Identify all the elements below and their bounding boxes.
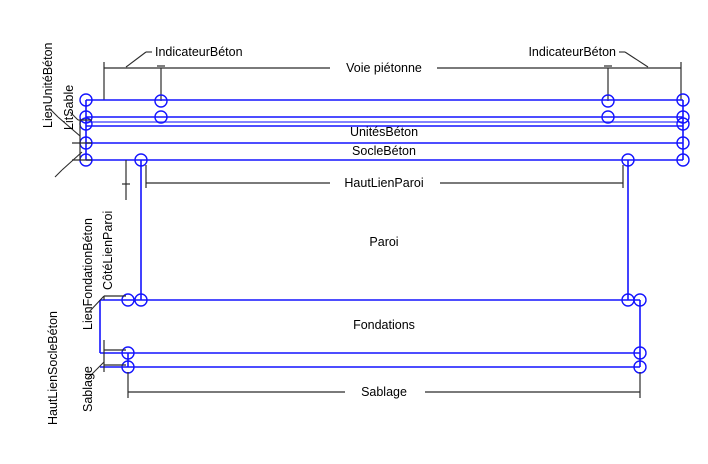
sablage-box (100, 353, 647, 374)
sablage-dimension: Sablage (127, 372, 641, 399)
node-circle (134, 293, 148, 307)
label-voie-pietonne: Voie piétonne (346, 61, 422, 75)
left-vertical-labels-upper: LienUnitéBéton LitSable (41, 42, 86, 137)
label-lien-fondation-beton: LienFondationBéton (81, 218, 95, 330)
haut-lien-socle-leader (61, 151, 83, 171)
lower-dimension-ladder: Sablage (81, 340, 126, 412)
node-circle (676, 153, 690, 167)
label-lit-sable: LitSable (62, 85, 76, 130)
label-cote-lien-paroi: CôtéLienParoi (101, 211, 115, 290)
label-lien-unite-beton: LienUnitéBéton (41, 42, 55, 128)
label-unites-beton: UnitésBéton (350, 125, 418, 139)
lien-unite-beton-leader (57, 116, 81, 137)
node-circle (601, 110, 615, 124)
lit-sable-leader-hook (69, 111, 79, 121)
node-circle (633, 293, 647, 307)
label-sablage-vertical: Sablage (81, 366, 95, 412)
lien-fondation-beton-leader (88, 295, 105, 313)
indicateur-beton-left-callout: IndicateurBéton (125, 45, 243, 101)
haut-lien-paroi-dimension: HautLienParoi (145, 165, 624, 190)
node-circle (154, 110, 168, 124)
node-circle (79, 93, 93, 107)
paroi-box: Paroi (140, 160, 629, 300)
node-circle (676, 93, 690, 107)
node-circle (154, 94, 168, 108)
label-haut-lien-paroi: HautLienParoi (344, 176, 423, 190)
label-sablage-dimension: Sablage (361, 385, 407, 399)
label-fondations: Fondations (353, 318, 415, 332)
node-circle (79, 110, 93, 124)
node-circle (676, 136, 690, 150)
haut-lien-socle-leader-hook (54, 169, 63, 178)
top-slab-assembly: UnitésBéton SocleBéton (85, 99, 684, 161)
label-paroi: Paroi (369, 235, 398, 249)
left-dimension-ladder: HautLienSocleBéton (46, 119, 92, 425)
node-circle (121, 293, 135, 307)
node-circle (601, 94, 615, 108)
lien-unite-beton-leader-hook (48, 107, 59, 118)
indicateur-beton-right-leader (624, 51, 649, 68)
label-indicateur-beton-left: IndicateurBéton (155, 45, 243, 59)
node-circle (676, 110, 690, 124)
label-socle-beton: SocleBéton (352, 144, 416, 158)
sablage-vertical-leader (87, 361, 105, 379)
indicateur-beton-right-callout: IndicateurBéton (528, 45, 649, 101)
lien-fondation-beton-callout: LienFondationBéton (81, 218, 126, 330)
node-circle (676, 117, 690, 131)
voie-pietonne-dimension: Voie piétonne (103, 61, 682, 100)
indicateur-beton-left-leader (125, 51, 147, 68)
fondations-box: Fondations (99, 293, 647, 360)
label-haut-lien-socle-beton: HautLienSocleBéton (46, 311, 60, 425)
label-indicateur-beton-right: IndicateurBéton (528, 45, 616, 59)
cote-lien-paroi-callout: CôtéLienParoi (101, 160, 130, 290)
